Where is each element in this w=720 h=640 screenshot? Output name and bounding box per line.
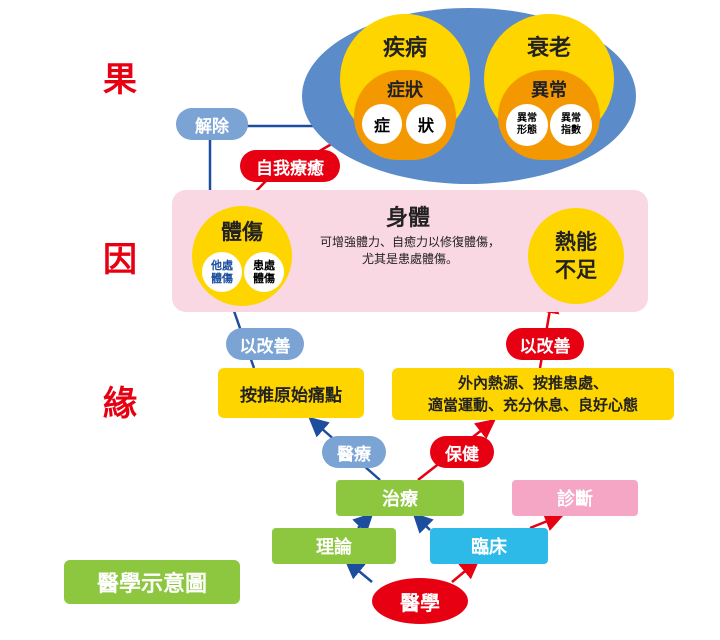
improve-left-pill: 以改善: [226, 328, 304, 360]
symptom-sub-right: 狀: [406, 104, 446, 144]
health-care-pill: 保健: [430, 436, 494, 468]
heat-circle: 熱能 不足: [528, 208, 624, 304]
arrow-clinical-treatment: [412, 512, 434, 534]
theory-box: 理論: [272, 528, 396, 564]
clinical-box: 臨床: [430, 528, 548, 564]
symptom-sub-left: 症: [362, 104, 402, 144]
result-label: 果: [103, 60, 137, 100]
arrow-clinical-diagnosis: [529, 512, 565, 531]
medicine-oval: 醫學: [372, 578, 468, 624]
arrow-medicine-theory: [344, 558, 373, 583]
body-title: 身體: [385, 206, 430, 231]
self-heal-pill: 自我療癒: [240, 150, 340, 182]
improve-right-pill: 以改善: [506, 328, 584, 360]
medical-pill: 醫療: [322, 436, 386, 468]
symptom-title: 症狀: [387, 80, 423, 101]
condition-label: 緣: [103, 384, 137, 424]
aging-title: 衰老: [526, 36, 571, 61]
arrow-theory-treatment: [352, 512, 374, 534]
diagnosis-box: 診斷: [512, 480, 638, 516]
heat-title: 熱能 不足: [555, 230, 597, 282]
injury-title: 體傷: [221, 220, 263, 244]
other-injury-circle: 他處 體傷: [202, 252, 242, 292]
disease-title: 疾病: [382, 36, 427, 61]
relief-pill: 解除: [176, 108, 248, 140]
arrow-medicine-clinical: [451, 558, 480, 583]
abnormal-index-circle: 異常 指數: [550, 104, 592, 146]
treatment-box: 治療: [336, 480, 464, 516]
affected-injury-circle: 患處 體傷: [244, 252, 284, 292]
lifestyle-box: 外內熱源、按推患處、 適當運動、充分休息、良好心態: [392, 368, 674, 420]
abnormal-title: 異常: [531, 80, 567, 101]
abnormal-form-circle: 異常 形態: [506, 104, 548, 146]
body-description: 可增強體力、自癒力以修復體傷， 尤其是患處體傷。: [319, 235, 500, 266]
acupressure-box: 按推原始痛點: [218, 368, 364, 418]
cause-label: 因: [103, 240, 137, 280]
diagram-caption: 醫學示意圖: [64, 560, 240, 604]
